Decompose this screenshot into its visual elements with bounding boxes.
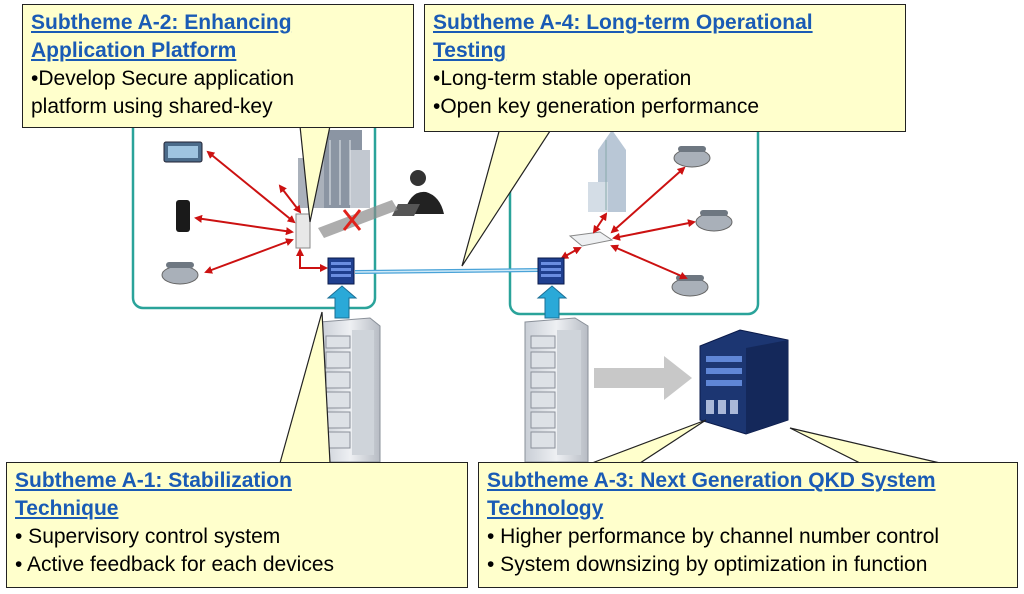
right-connection-arrows bbox=[560, 166, 696, 280]
block-x-icon bbox=[318, 200, 398, 238]
server-rack-icon bbox=[524, 317, 589, 463]
smartphone-icon bbox=[176, 200, 190, 232]
downsizing-arrow bbox=[594, 356, 692, 400]
router-icon bbox=[568, 231, 614, 247]
callout-bullet: • System downsizing by optimization in f… bbox=[487, 553, 928, 576]
uplink-arrow bbox=[536, 285, 568, 319]
server-rack-icon bbox=[319, 317, 381, 463]
qkd-device-icon bbox=[327, 257, 355, 285]
callout-title: Subtheme A-3: Next Generation QKD System bbox=[487, 469, 936, 492]
telephone-icon bbox=[673, 146, 711, 168]
building-icon bbox=[588, 130, 626, 212]
callout-bullet: • Active feedback for each devices bbox=[15, 553, 335, 576]
callout-title: Application Platform bbox=[31, 39, 237, 62]
callout-bullet: •Open key generation performance bbox=[433, 95, 760, 118]
telephone-icon bbox=[671, 275, 709, 297]
telephone-icon bbox=[161, 262, 199, 285]
callout-title: Technology bbox=[487, 497, 604, 520]
compact-qkd-system-icon bbox=[699, 329, 789, 435]
callout-subtheme-a2: Subtheme A-2: Enhancing Application Plat… bbox=[22, 4, 414, 128]
callout-subtheme-a1: Subtheme A-1: Stabilization Technique • … bbox=[6, 462, 468, 588]
callout-title: Technique bbox=[15, 497, 119, 520]
router-icon bbox=[295, 213, 311, 249]
callout-bullet: • Supervisory control system bbox=[15, 525, 281, 548]
telephone-icon bbox=[695, 210, 733, 232]
hacker-icon bbox=[392, 170, 444, 216]
callout-title: Testing bbox=[433, 39, 507, 62]
callout-title: Subtheme A-2: Enhancing bbox=[31, 11, 292, 34]
tablet-icon bbox=[163, 141, 203, 163]
qkd-device-icon bbox=[537, 257, 565, 285]
uplink-arrow bbox=[326, 285, 358, 319]
callout-subtheme-a4: Subtheme A-4: Long-term Operational Test… bbox=[424, 4, 906, 132]
callout-title: Subtheme A-1: Stabilization bbox=[15, 469, 292, 492]
callout-bullet: •Long-term stable operation bbox=[433, 67, 692, 90]
callout-bullet: • Higher performance by channel number c… bbox=[487, 525, 940, 548]
callout-subtheme-a3: Subtheme A-3: Next Generation QKD System… bbox=[478, 462, 1018, 588]
left-connection-arrows bbox=[194, 150, 328, 274]
callout-bullet: •Develop Secure application bbox=[31, 67, 295, 90]
callout-bullet: platform using shared-key bbox=[31, 95, 273, 118]
callout-title: Subtheme A-4: Long-term Operational bbox=[433, 11, 813, 34]
building-icon bbox=[298, 130, 370, 208]
